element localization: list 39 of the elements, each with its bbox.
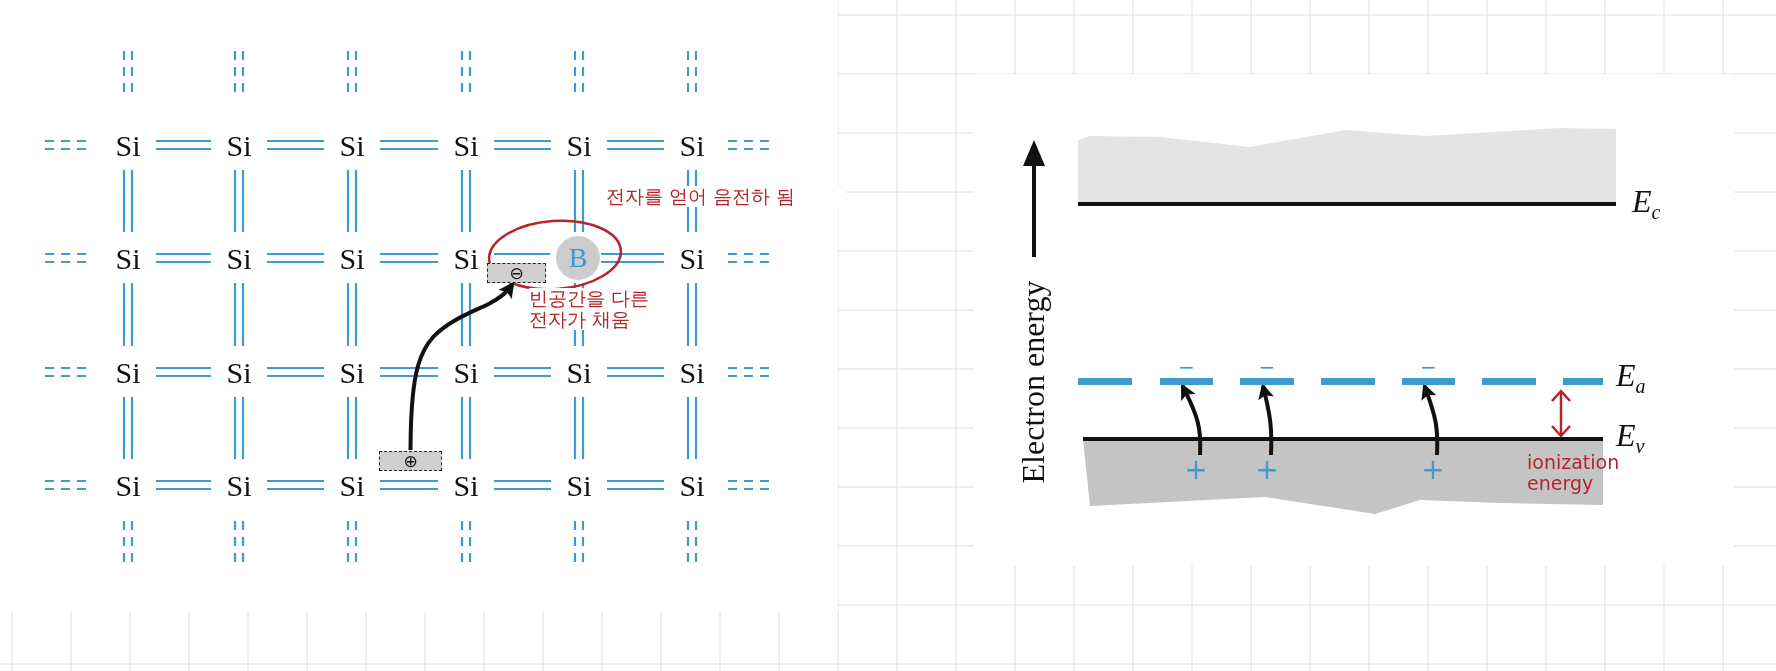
hole-sign: + [1255,456,1279,484]
element-symbol: Si [679,128,705,162]
element-symbol: Si [566,355,592,389]
element-symbol: Si [679,355,705,389]
element-symbol: Si [453,468,479,502]
element-symbol: Si [339,241,365,275]
element-symbol: Si [679,468,705,502]
energy-level-label: E$_{a}$ [1616,358,1646,398]
element-symbol: Si [453,241,479,275]
element-symbol: Si [115,128,141,162]
element-symbol: Si [115,468,141,502]
element-symbol: Si [679,241,705,275]
curved-arrow [1180,383,1203,456]
element-symbol: Si [339,355,365,389]
element-symbol: Si [226,128,252,162]
axis-label: Electron energy [1016,280,1052,484]
element-symbol: Si [115,241,141,275]
hole-symbol: ⊕ [379,451,442,471]
element-symbol: Si [226,468,252,502]
energy-level-label: E$_{c}$ [1632,184,1661,224]
element-symbol: Si [115,355,141,389]
element-symbol: Si [566,128,592,162]
curved-arrow [408,281,515,451]
acceptor-level-dash: − [1160,360,1213,385]
element-symbol: Si [226,241,252,275]
handwritten-note: 전자를 얻어 음전하 됨 [606,186,846,207]
curved-arrow [1421,383,1440,456]
electron-symbol: ⊖ [487,263,546,283]
element-symbol: Si [226,355,252,389]
curved-arrow [1258,382,1274,456]
acceptor-level-dash: − [1240,360,1294,385]
hole-sign: + [1184,456,1208,484]
hole-sign: + [1421,456,1445,484]
element-symbol: Si [339,468,365,502]
element-symbol: Si [453,128,479,162]
element-symbol: Si [566,468,592,502]
element-symbol: Si [453,355,479,389]
element-symbol: Si [339,128,365,162]
acceptor-level-dash: − [1402,360,1455,385]
